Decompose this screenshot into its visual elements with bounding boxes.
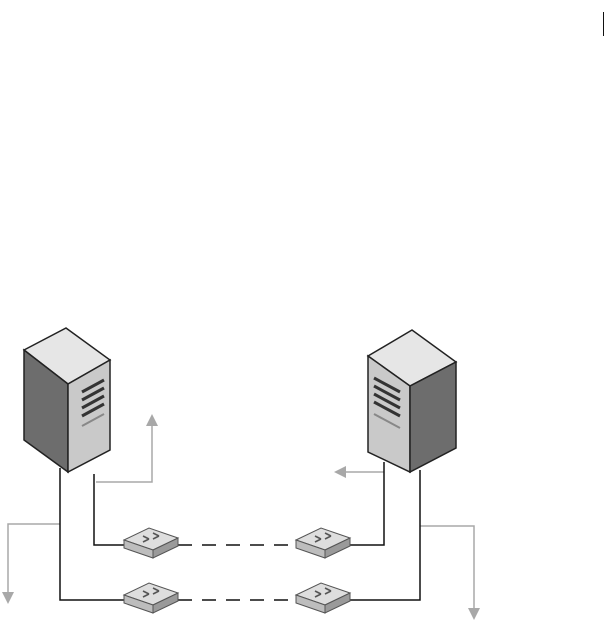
- router-bottom-left: [124, 583, 178, 613]
- arrow-left-down: [8, 524, 60, 598]
- router-bottom-right: [296, 583, 350, 613]
- router-top-right: [296, 528, 350, 558]
- arrow-right-down: [420, 526, 474, 614]
- server-left: [24, 328, 110, 472]
- server-right: [368, 330, 456, 472]
- link-right-bottom: [350, 470, 420, 600]
- router-top-left: [124, 528, 178, 558]
- link-right-top: [350, 462, 384, 545]
- link-left-bottom: [60, 468, 124, 600]
- link-left-top: [94, 474, 124, 545]
